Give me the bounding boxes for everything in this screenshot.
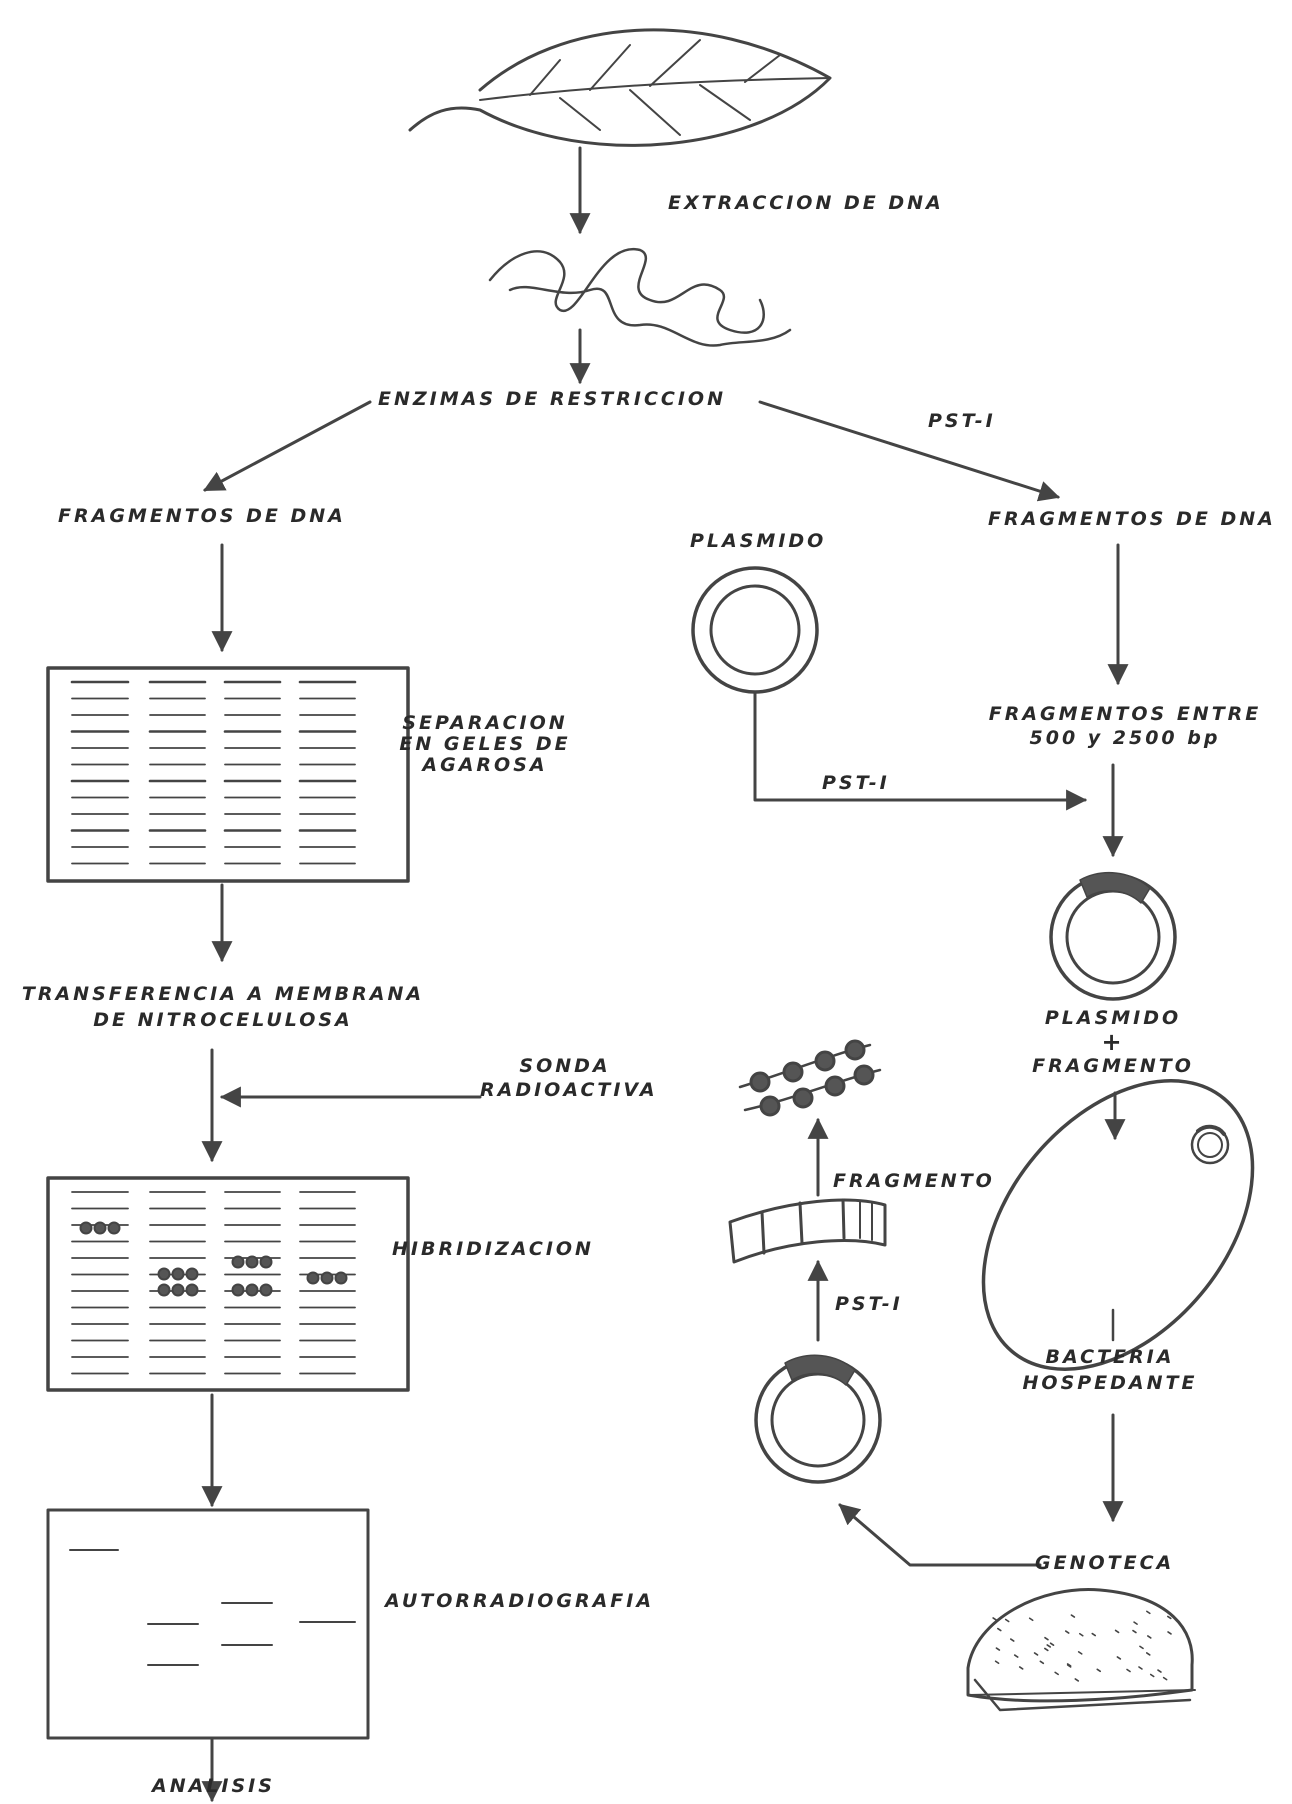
arrow-to-left-fragments [205, 402, 370, 490]
label-restriction-enzymes: ENZIMAS DE RESTRICCION [378, 388, 726, 412]
label-pst1-low: PST-I [835, 1293, 903, 1317]
label-dna-fragments-left: FRAGMENTOS DE DNA [58, 505, 346, 529]
fragment-strip-icon [730, 1200, 885, 1262]
petri-dish-icon [968, 1590, 1195, 1710]
label-host-bacteria: BACTERIA HOSPEDANTE [1010, 1345, 1210, 1396]
dna-strand-icon [490, 249, 790, 345]
label-pst1-top: PST-I [928, 410, 996, 434]
label-fragment-mid: FRAGMENTO [833, 1170, 995, 1194]
label-radioactive-probe: SONDA RADIOACTIVA [480, 1055, 650, 1103]
label-gel-separation: SEPARACION EN GELES DE AGAROSA [385, 713, 585, 776]
label-analysis: ANALISIS [152, 1775, 275, 1799]
recombinant-plasmid-icon [1051, 875, 1175, 999]
leaf-icon [410, 30, 830, 145]
gel-bands [72, 682, 355, 864]
label-plasmid-top: PLASMIDO [690, 530, 826, 554]
arrow-library-to-plasmid [840, 1505, 1040, 1565]
label-pst1-mid: PST-I [822, 772, 890, 796]
label-dna-fragments-right: FRAGMENTOS DE DNA [988, 508, 1276, 532]
agarose-gel [48, 668, 408, 881]
label-membrane-transfer: TRANSFERENCIA A MEMBRANA DE NITROCELULOS… [8, 982, 438, 1033]
arrow-to-right-fragments [760, 402, 1058, 497]
label-hybridization: HIBRIDIZACION [392, 1238, 594, 1262]
isolated-plasmid-icon [756, 1358, 880, 1482]
probe-strands-icon [740, 1041, 880, 1115]
label-dna-extraction: EXTRACCION DE DNA [668, 192, 944, 216]
label-size-selection: FRAGMENTOS ENTRE 500 y 2500 bp [975, 703, 1275, 751]
membrane-bands [72, 1192, 355, 1374]
label-autoradiography: AUTORRADIOGRAFIA [385, 1590, 654, 1614]
label-plasmid-plus-fragment: PLASMIDO + FRAGMENTO [1018, 1005, 1208, 1080]
autoradiography-film [48, 1510, 368, 1738]
label-genomic-library: GENOTECA [1035, 1552, 1174, 1576]
autorad-bands [70, 1550, 355, 1665]
hybridization-membrane [48, 1178, 408, 1390]
